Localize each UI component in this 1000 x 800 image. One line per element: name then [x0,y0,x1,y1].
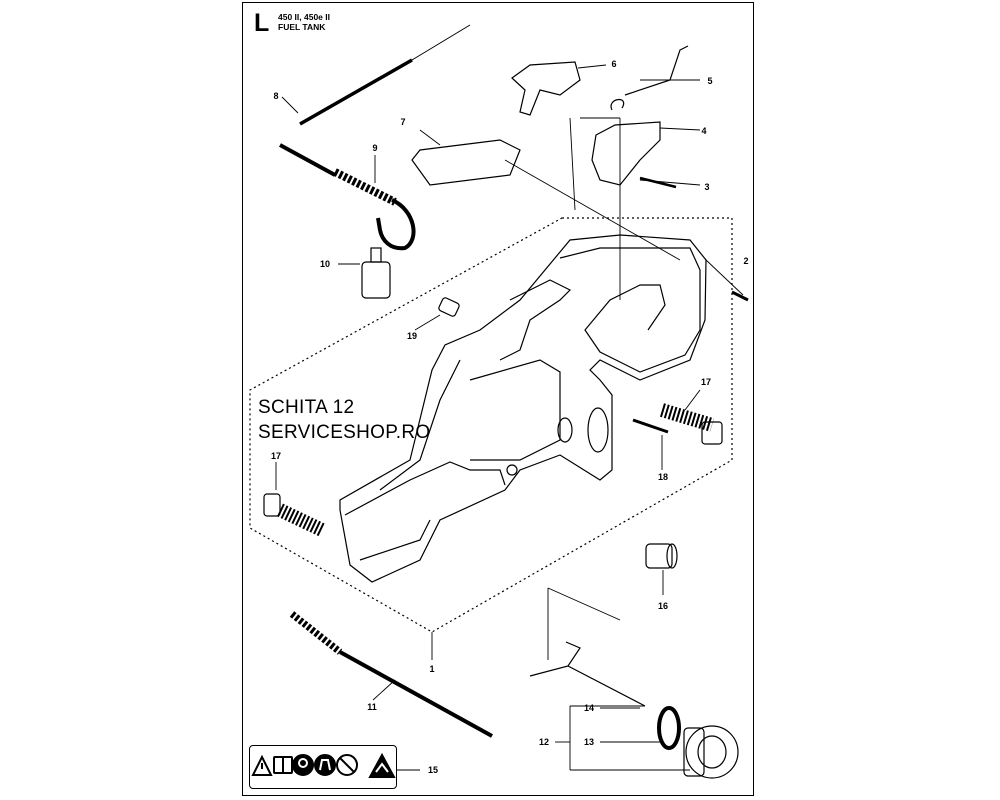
part-label-13: 13 [583,737,594,747]
part-18-pin [632,418,669,434]
part-label-5: 5 [707,76,713,86]
part-label-9: 9 [372,143,378,153]
part-label-10: 10 [319,259,330,269]
part-16-bushing [645,543,678,569]
part-10-fuel-filter [361,247,391,299]
part-label-14: 14 [583,703,594,713]
part-8-wire [411,24,471,61]
part-12-fuel-cap [683,725,739,779]
part-label-17-right: 17 [700,377,711,387]
no-smoking-icon [336,754,358,776]
part-label-12: 12 [538,737,549,747]
model-label: 450 II, 450e II [278,12,330,22]
part-label-15: 15 [427,765,438,775]
part-17-av-spring-left [263,493,326,537]
part-label-18: 18 [657,472,668,482]
hearing-protection-icon [292,754,314,776]
assembly-outline [249,217,733,633]
part-label-7: 7 [400,117,406,127]
part-7-bracket [411,139,521,186]
gloves-icon [314,754,336,776]
part-4-throttle-trigger [591,121,661,186]
part-8-rod [299,58,413,126]
part-2-screw [731,290,749,302]
part-17-av-spring-right [659,403,723,445]
part-label-3: 3 [704,182,710,192]
part-6-throttle-lockout [511,61,581,116]
part-label-2: 2 [743,256,749,266]
part-19-bushing [438,297,460,317]
part-label-4: 4 [701,126,707,136]
part-label-6: 6 [611,59,617,69]
part-14-vent [529,641,646,707]
section-letter: L [254,9,270,37]
warning-decal [249,745,397,789]
part-13-gasket [657,706,681,750]
part-label-11: 11 [367,702,377,712]
part-label-17-left: 17 [270,451,281,461]
watermark-line-1: SCHITA 12 [258,397,355,418]
manual-book-icon [273,756,293,774]
page-title: FUEL TANK [278,22,326,32]
page-frame [242,2,754,796]
part-label-19: 19 [406,331,417,341]
part-11-hose [289,611,493,738]
part-label-16: 16 [657,601,668,611]
part-label-1: 1 [429,664,435,674]
part-3-pin [639,176,677,189]
fuel-tank-body [339,234,707,583]
part-label-8: 8 [273,91,279,101]
kickback-warning-icon [368,752,396,778]
part-5-spring [610,45,689,111]
part-9-fuel-hose [279,143,416,251]
warning-triangle-icon [251,754,273,776]
watermark-line-2: SERVICESHOP.RO [258,422,431,443]
